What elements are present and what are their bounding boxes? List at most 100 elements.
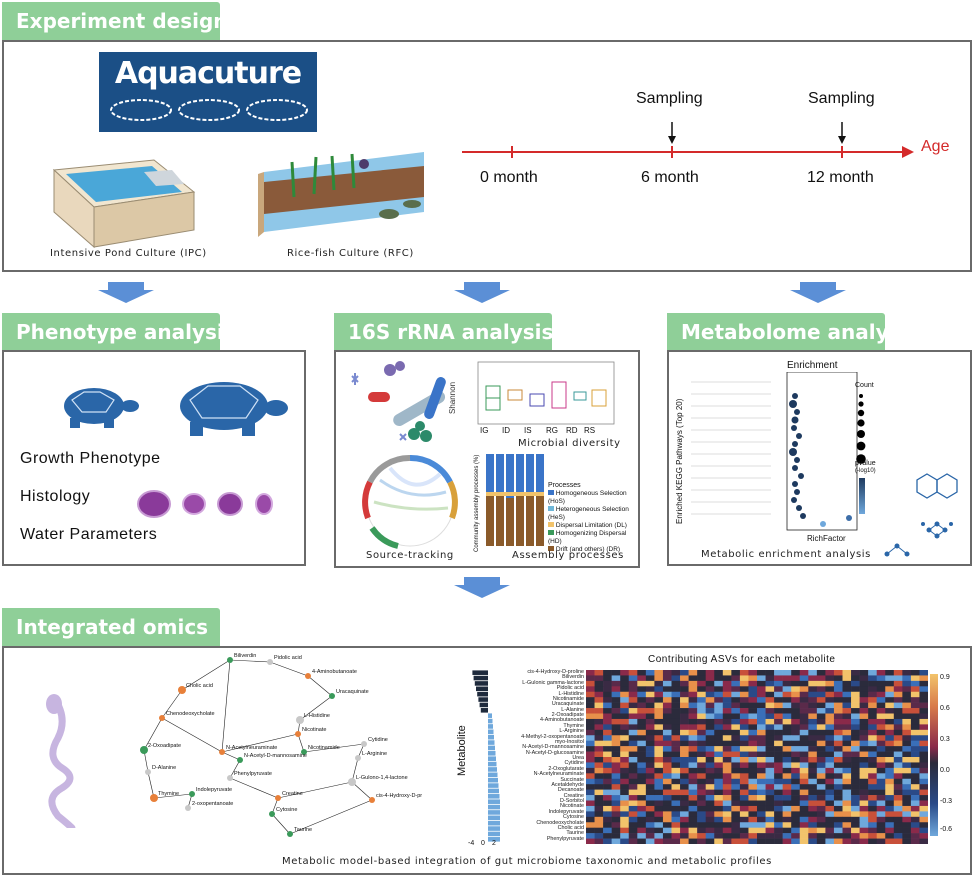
network-node (159, 715, 165, 721)
gut-illustration (46, 694, 76, 828)
metabolite-bar (488, 815, 500, 821)
diversity-boxplot (477, 361, 615, 425)
metabolite-label: Decanoate (557, 787, 584, 794)
metabolite-label: cis-4-Hydroxy-D-proline (527, 669, 584, 675)
enrichment-title: Enrichment (787, 360, 838, 371)
metabolite-label: Urea (572, 755, 584, 761)
metabolome-caption: Metabolic enrichment analysis (701, 549, 871, 560)
network-node (295, 731, 301, 737)
assembly-caption: Assembly processes (512, 550, 624, 561)
metabolite-label: 2-Oxoadipate (551, 712, 584, 718)
metabolite-bar (488, 820, 500, 826)
heatmap-colorbar (930, 674, 938, 836)
metabolite-label: Chenodeoxycholate (536, 819, 584, 826)
metabolite-bar (488, 804, 500, 810)
metabolite-label: 4-Methyl-2-oxopentanoate (521, 733, 584, 740)
asv-heatmap (586, 670, 928, 844)
metabolite-label: Indolepyruvate (548, 808, 584, 815)
network-node-label: 4-Aminobutanoate (312, 669, 357, 675)
metabolite-label: Succinate (560, 776, 584, 783)
network-node (275, 795, 281, 801)
metabolite-label: Uracaquinate (551, 701, 584, 708)
assembly-ylabel: Community assembly processes (%) (474, 454, 480, 552)
pvalue-legend-sub: (-log10) (855, 468, 876, 474)
network-node (329, 693, 335, 699)
assembly-stacked-bars (486, 454, 544, 546)
count-legend-title: Count (855, 382, 874, 389)
network-node (140, 746, 148, 754)
metabolite-bar (473, 675, 488, 681)
network-node-label: Pidolic acid (274, 655, 302, 661)
rrna-panel: Shannon IG ID IS RG RD RS Microbial dive… (334, 350, 640, 568)
metabolite-label: Thymine (563, 722, 584, 729)
metabolite-bar (488, 729, 494, 735)
metabolite-label: 4-Aminobutanoate (539, 717, 584, 724)
network-node (301, 749, 307, 755)
timepoint-6: 6 month (641, 169, 699, 186)
network-node (178, 686, 186, 694)
metabolite-label: Acetaldehyde (551, 781, 584, 788)
bars (486, 454, 544, 546)
metabolite-bar (488, 826, 500, 831)
metabolic-network: Cholic acid Biliverdin Pidolic acid 4-Amino… (140, 653, 422, 837)
metabolite-bar (488, 799, 500, 804)
network-node-label: Cytosine (276, 807, 297, 813)
phenotype-item-histology: Histology (20, 488, 91, 505)
network-node-label: Nicotinate (302, 727, 326, 733)
net-cage-icons (110, 99, 308, 121)
network-node-label: Cholic acid (186, 683, 213, 689)
network-node-label: Taurine (294, 827, 312, 833)
box-ig (485, 385, 501, 411)
network-node (355, 755, 361, 761)
network-node-label: L-Arginine (362, 751, 387, 757)
metabolite-bar (488, 724, 493, 729)
metabolite-label: 2-Oxoglutarate (548, 765, 584, 772)
integrated-panel: Cholic acid Biliverdin Pidolic acid 4-Amino… (2, 646, 972, 875)
experiment-panel: Aquacuture Intensive Pond Culture (IPC) … (2, 40, 972, 272)
metabolite-label: myo-Inositol (554, 738, 584, 745)
box-id (507, 389, 523, 401)
turtle-large-icon (180, 382, 288, 436)
flow-arrow-phenotype (98, 282, 154, 303)
metabolite-bar (488, 745, 495, 751)
assembly-legend: Processes Homogeneous Selection (HoS) He… (548, 482, 629, 553)
network-node (269, 811, 275, 817)
metabolite-bar (488, 718, 493, 724)
metabolite-label: Cholic acid (557, 824, 584, 831)
enrichment-ylabel: Enriched KEGG Pathways (Top 20) (675, 398, 684, 524)
integrated-caption: Metabolic model-based integration of gut… (282, 856, 772, 867)
metabolite-label: Nicotinamide (552, 695, 584, 702)
network-node-label: N-Acetyl-D-mannosamine (244, 753, 307, 759)
network-node-label: 2-oxopentanoate (192, 801, 233, 807)
metabolite-bar (488, 740, 495, 745)
network-node-label: Biliverdin (234, 653, 256, 659)
phenotype-panel: Growth Phenotype Histology Water Paramet… (2, 350, 306, 566)
network-node-label: Creatine (282, 791, 303, 797)
metabolite-bar (488, 751, 496, 756)
metabolite-bar (474, 681, 488, 686)
network-node-label: L-Histidine (304, 713, 330, 719)
ipc-label: Intensive Pond Culture (IPC) (50, 248, 207, 259)
sampling-label-12m: Sampling (808, 90, 875, 107)
box-rg (551, 381, 567, 409)
heatmap-title: Contributing ASVs for each metabolite (648, 654, 836, 665)
metabolite-label: Nicotinate (560, 803, 584, 810)
metabolite-score-bars (472, 670, 500, 842)
flow-arrow-integrated (454, 577, 510, 598)
metabolite-label: L-Alanine (561, 706, 584, 713)
network-node (305, 673, 311, 679)
network-node-label: Uracaquinate (336, 689, 369, 695)
turtle-icon (64, 388, 139, 428)
metabolite-bar (472, 670, 488, 675)
source-tracking-caption: Source-tracking (366, 550, 454, 561)
network-node (185, 805, 191, 811)
metabolite-label: Cytidine (564, 760, 584, 767)
network-node-label: Chenodeoxycholate (166, 711, 215, 717)
section-tab-rrna: 16S rRNA analysis (334, 313, 553, 351)
phenotype-item-growth: Growth Phenotype (20, 450, 161, 467)
network-node-label: N-Acetylneuraminate (226, 745, 277, 751)
metabolite-bar (488, 810, 500, 815)
metabolite-bar (480, 708, 488, 713)
box-rs (591, 389, 607, 407)
pvalue-colorbar (859, 478, 865, 514)
